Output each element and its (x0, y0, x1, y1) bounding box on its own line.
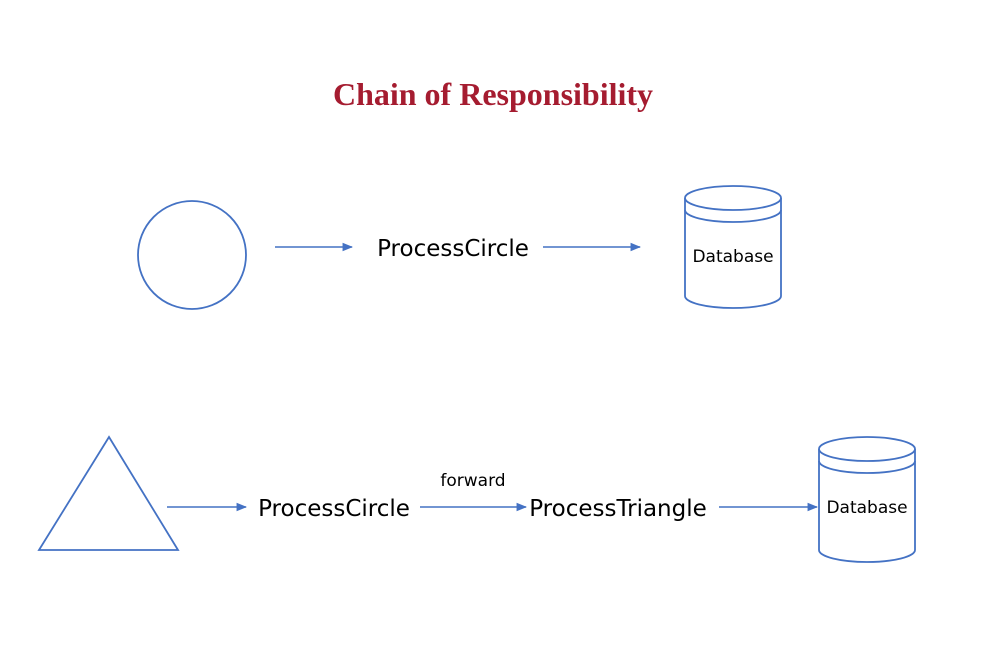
row-circle-flow: ProcessCircle Database (137, 185, 782, 310)
forward-label: forward (440, 471, 505, 491)
process-triangle-label: ProcessTriangle (529, 496, 707, 522)
process-circle-label: ProcessCircle (377, 236, 529, 262)
page-title: Chain of Responsibility (332, 76, 654, 112)
database-label: Database (826, 498, 907, 518)
process-circle-label: ProcessCircle (258, 496, 410, 522)
triangle-shape (37, 435, 180, 551)
database-label: Database (692, 247, 773, 267)
database-icon (818, 436, 916, 563)
circle-shape (137, 200, 247, 310)
database-icon (684, 185, 782, 309)
row-triangle-flow: ProcessCircle forward ProcessTriangle Da… (37, 435, 916, 563)
